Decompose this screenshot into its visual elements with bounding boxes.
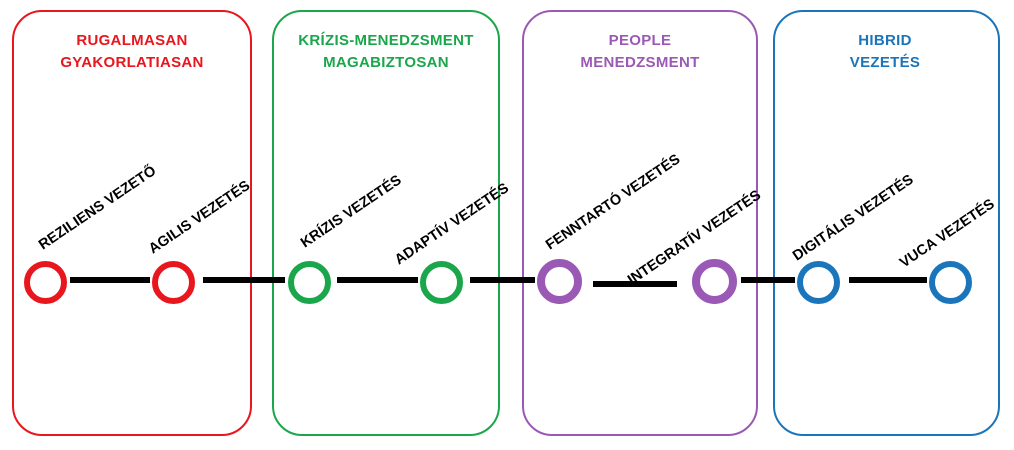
group-box-people-menedzsment (522, 10, 758, 436)
node-fenntarto-vezetes (537, 259, 582, 304)
group-title-line: GYAKORLATIASAN (60, 54, 204, 71)
connector-line (203, 277, 285, 283)
group-box-krizis-menedzsment (272, 10, 500, 436)
group-title-line: MENEDZSMENT (580, 54, 700, 71)
group-title-line: HIBRID (858, 32, 912, 49)
group-title-line: VEZETÉS (849, 54, 921, 71)
connector-line (741, 277, 795, 283)
node-krizis-vezetes (288, 261, 331, 304)
group-title-people-menedzsment: PEOPLE MENEDZSMENT (520, 30, 760, 74)
group-title-line: PEOPLE (608, 32, 672, 49)
connector-line (70, 277, 150, 283)
node-agilis-vezetes (152, 261, 195, 304)
connector-line (849, 277, 927, 283)
group-box-hibrid-vezetes (773, 10, 1000, 436)
node-reziliens-vezeto (24, 261, 67, 304)
node-digitalis-vezetes (797, 261, 840, 304)
group-title-hibrid-vezetes: HIBRID VEZETÉS (765, 30, 1005, 74)
node-vuca-vezetes (929, 261, 972, 304)
group-title-rugalmasan: RUGALMASAN GYAKORLATIASAN (12, 30, 252, 74)
group-title-line: RUGALMASAN (76, 32, 188, 49)
group-title-line: KRÍZIS-MENEDZSMENT (298, 32, 474, 49)
connector-line (337, 277, 418, 283)
connector-line (593, 281, 677, 287)
connector-line (470, 277, 535, 283)
group-title-krizis-menedzsment: KRÍZIS-MENEDZSMENT MAGABIZTOSAN (266, 30, 506, 74)
node-integrativ-vezetes (692, 259, 737, 304)
node-adaptiv-vezetes (420, 261, 463, 304)
group-box-rugalmasan (12, 10, 252, 436)
group-title-line: MAGABIZTOSAN (323, 54, 449, 71)
